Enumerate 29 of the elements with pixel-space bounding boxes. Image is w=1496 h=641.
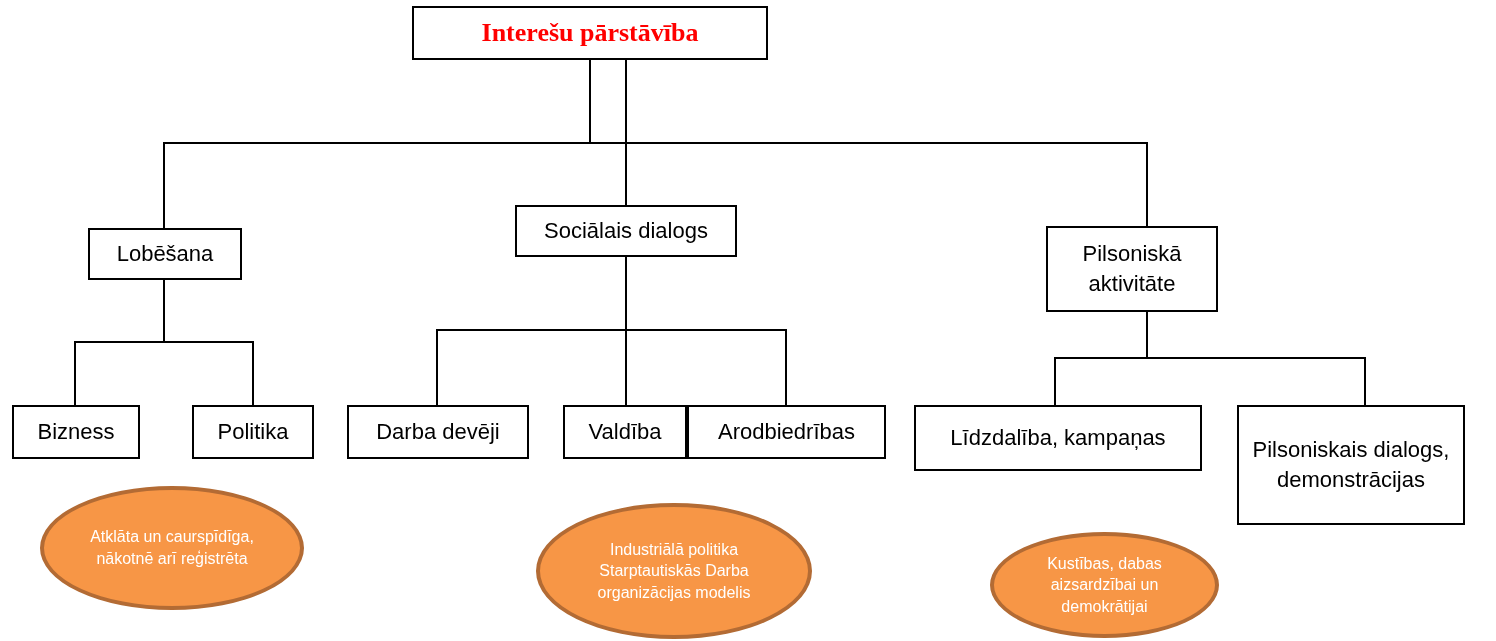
- category-box: [1046, 226, 1218, 312]
- category-box: [914, 405, 1202, 471]
- node-label: Darba devēji: [376, 418, 500, 447]
- node-label: Atklāta un caurspīdīga, nākotnē arī reģistrēta: [89, 527, 255, 569]
- category-box: [347, 405, 529, 459]
- node-label: Līdzdalība, kampaņas: [950, 424, 1166, 453]
- node-label: Pilsoniskais dialogs, demonstrācijas: [1251, 436, 1451, 494]
- node-label: Kustības, dabas aizsardzībai un demokrātijai: [1046, 553, 1163, 617]
- category-box: [88, 228, 242, 280]
- title-box: [412, 6, 768, 60]
- category-box: [687, 405, 886, 459]
- node-label: Politika: [217, 418, 289, 447]
- category-box: [12, 405, 140, 459]
- node-label: Arodbiedrības: [718, 418, 855, 447]
- category-box: [563, 405, 687, 459]
- connector-line: [625, 59, 627, 206]
- node-label: Industriālā politika Starptautiskās Darba organizācijas modelis: [596, 539, 752, 603]
- connector-line: [163, 279, 254, 406]
- node-label: Valdība: [588, 418, 662, 447]
- category-box: [192, 405, 314, 459]
- node-label: Sociālais dialogs: [544, 217, 708, 246]
- connector-line: [1146, 311, 1366, 406]
- node-label: Bizness: [37, 418, 115, 447]
- connector-line: [625, 256, 787, 406]
- category-box: [515, 205, 737, 257]
- node-label: Pilsoniskā aktivitāte: [1081, 240, 1183, 298]
- category-box: [1237, 405, 1465, 525]
- node-label: Lobēšana: [116, 240, 214, 269]
- node-label: Interešu pārstāvība: [481, 17, 699, 50]
